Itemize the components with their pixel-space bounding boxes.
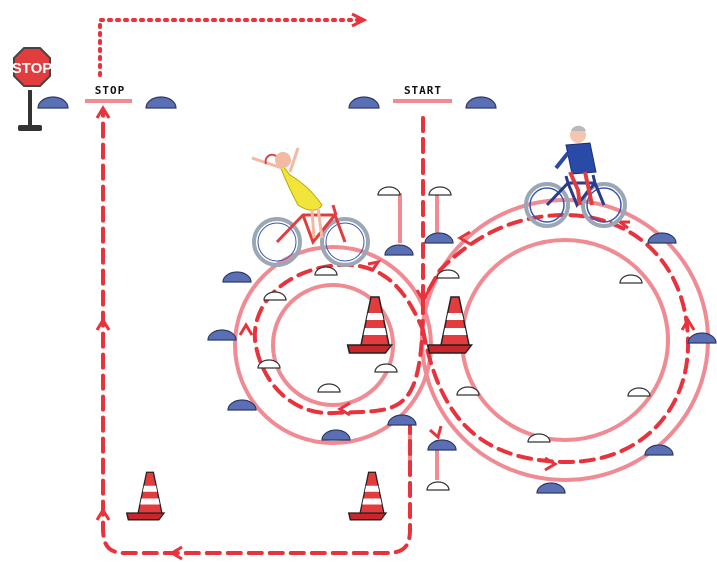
dashed-route xyxy=(101,108,691,555)
traffic-cone xyxy=(426,296,474,354)
route-arrows xyxy=(95,105,696,561)
traffic-cone xyxy=(347,471,388,521)
white-markers xyxy=(257,186,651,491)
man-on-blue-bicycle xyxy=(524,125,627,228)
stop-sign-text: STOP xyxy=(12,60,53,77)
stop-sign: STOP xyxy=(12,47,53,131)
blue-markers xyxy=(37,96,717,494)
exit-dotted-route xyxy=(98,18,362,77)
stop-label: STOP xyxy=(95,84,126,97)
woman-on-red-bicycle xyxy=(251,147,370,267)
start-label: START xyxy=(404,84,442,97)
traffic-cone xyxy=(125,471,166,521)
traffic-cone xyxy=(346,296,394,354)
exit-arrowhead xyxy=(351,12,368,28)
